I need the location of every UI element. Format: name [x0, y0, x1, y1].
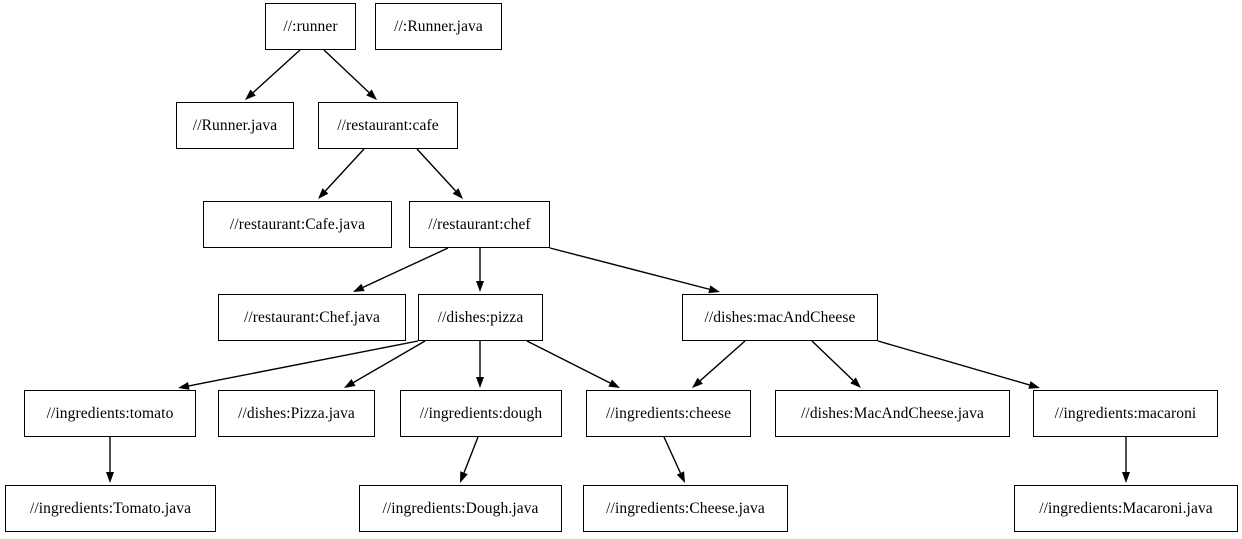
graph-node-label: //ingredients:macaroni [1054, 404, 1197, 422]
graph-node-label: //restaurant:Cafe.java [229, 215, 366, 233]
graph-node-restaurant_chef[interactable]: //restaurant:chef [409, 201, 550, 248]
graph-node-mac_and_cheese[interactable]: //dishes:macAndCheese [682, 294, 878, 341]
graph-node-runner_java[interactable]: //Runner.java [176, 102, 294, 149]
graph-node-label: //dishes:pizza [437, 308, 524, 326]
graph-node-macaroni_java[interactable]: //ingredients:Macaroni.java [1014, 485, 1238, 532]
graph-node-label: //ingredients:Tomato.java [29, 499, 192, 517]
graph-node-ing_tomato[interactable]: //ingredients:tomato [24, 390, 196, 437]
graph-node-label: //dishes:macAndCheese [704, 308, 856, 326]
graph-node-label: //ingredients:Dough.java [382, 499, 539, 517]
graph-node-label: //restaurant:Chef.java [243, 308, 381, 326]
graph-node-label: //ingredients:dough [419, 404, 543, 422]
graph-node-dough_java[interactable]: //ingredients:Dough.java [359, 485, 562, 532]
graph-node-runner[interactable]: //:runner [265, 3, 356, 50]
graph-node-label: //ingredients:cheese [605, 404, 732, 422]
graph-node-ing_macaroni[interactable]: //ingredients:macaroni [1033, 390, 1218, 437]
graph-node-ing_cheese[interactable]: //ingredients:cheese [586, 390, 751, 437]
graph-node-chef_java[interactable]: //restaurant:Chef.java [218, 294, 406, 341]
graph-node-dishes_pizza[interactable]: //dishes:pizza [418, 294, 543, 341]
graph-node-label: //ingredients:Cheese.java [606, 499, 765, 517]
graph-node-label: //:Runner.java [394, 17, 483, 35]
graph-node-label: //restaurant:chef [428, 215, 531, 233]
graph-node-label: //Runner.java [192, 116, 278, 134]
graph-node-cafe_java[interactable]: //restaurant:Cafe.java [203, 201, 392, 248]
graph-node-label: //dishes:Pizza.java [238, 404, 355, 422]
graph-node-label: //ingredients:tomato [46, 404, 174, 422]
graph-node-cheese_java[interactable]: //ingredients:Cheese.java [583, 485, 788, 532]
graph-node-runner_java_root[interactable]: //:Runner.java [375, 3, 502, 50]
graph-node-label: //restaurant:cafe [337, 116, 439, 134]
graph-node-mac_cheese_java[interactable]: //dishes:MacAndCheese.java [775, 390, 1010, 437]
graph-node-restaurant_cafe[interactable]: //restaurant:cafe [318, 102, 458, 149]
graph-node-ing_dough[interactable]: //ingredients:dough [400, 390, 562, 437]
graph-node-label: //ingredients:Macaroni.java [1039, 499, 1213, 517]
graph-node-label: //dishes:MacAndCheese.java [801, 404, 984, 422]
graph-node-tomato_java[interactable]: //ingredients:Tomato.java [5, 485, 216, 532]
graph-node-label: //:runner [283, 17, 338, 35]
graph-node-pizza_java[interactable]: //dishes:Pizza.java [218, 390, 375, 437]
